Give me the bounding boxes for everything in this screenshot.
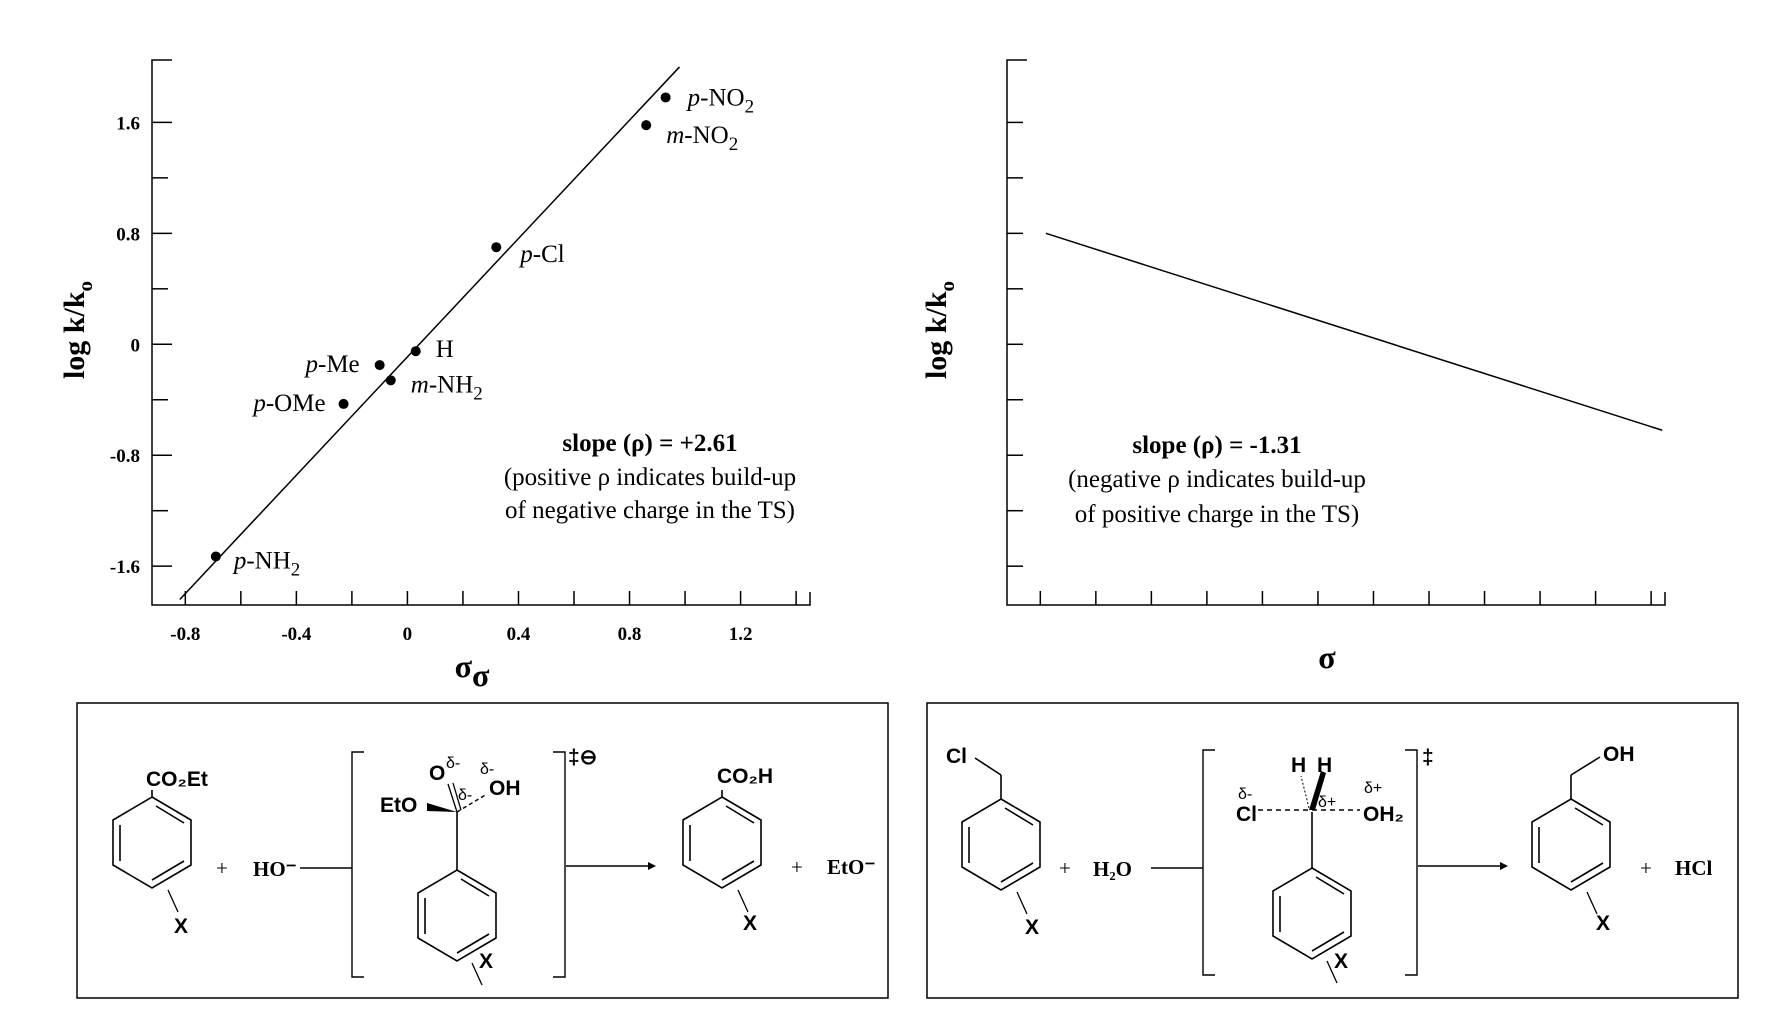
ts-water-group: OH₂: [1363, 803, 1404, 826]
water-reagent: H₂O: [1093, 857, 1132, 881]
chart1-point-label: H: [436, 336, 454, 363]
chart1-fit-line: [179, 66, 681, 600]
reaction-arrowhead-right: [1500, 862, 1508, 870]
chart2-y-ticks: [1007, 121, 1023, 567]
chart1-x-tick-label: -0.4: [281, 624, 312, 645]
ts-delta-oxygen: δ-: [446, 755, 460, 772]
chart2-x-axis-label: σ: [1318, 639, 1336, 675]
ts-delta-hydroxide: δ-: [480, 761, 494, 778]
chart1-point-label: m-NO2: [666, 122, 738, 155]
plus-sign-4: +: [1640, 856, 1652, 880]
chart1-point-label: m-NH2: [411, 371, 483, 404]
ts-bracket-left-right: [1202, 749, 1215, 976]
ts-chlorine: Cl: [1236, 803, 1257, 826]
ts-bracket-left: [351, 751, 364, 978]
chart1-y-tick-label: 0: [131, 335, 141, 356]
chart1-data-point: [374, 360, 385, 371]
chart1-x-tick-label: 0.8: [618, 624, 642, 645]
chart1-x-tick-label: 1.2: [729, 624, 753, 645]
ts-delta-water: δ+: [1364, 780, 1382, 797]
chart1-point-label: p-OMe: [251, 390, 325, 417]
ts-bracket-right-right: [1405, 749, 1418, 976]
plus-sign-3: +: [1059, 856, 1071, 880]
benzyl-alcohol-structure: OH X: [1531, 743, 1635, 935]
chart1-x-tick-label: 0: [403, 624, 413, 645]
tetrahedral-transition-state: O δ- δ- δ- EtO OH X ‡⊖: [351, 746, 597, 986]
reactant-ring-substituent-right: X: [1025, 916, 1039, 939]
chart1-x-axis-label: σσ: [455, 648, 490, 693]
chart1-data-point: [660, 92, 671, 103]
carbocation-like-transition-state: H H δ- Cl δ+ δ+ OH₂ X ‡: [1202, 746, 1434, 984]
chart1-note-line1: (positive ρ indicates build-up: [504, 464, 796, 491]
ts-hydrogen-2: H: [1317, 754, 1332, 777]
benzyl-chloride-structure: Cl X: [946, 745, 1041, 939]
chart1-data-point: [491, 242, 502, 253]
chart1-point-label: p-Me: [304, 351, 360, 378]
chart1-point-label: p-Cl: [518, 241, 565, 268]
ts-bracket-right: [553, 751, 566, 978]
ester-hydrolysis-scheme: CO₂Et X + HO⁻ O δ- δ- δ- EtO OH X: [76, 702, 889, 999]
chart1-data-point: [385, 375, 396, 386]
chart1-data-point: [410, 346, 421, 357]
ts-ring-substituent-right: X: [1334, 950, 1348, 973]
chart1-data-point: [641, 120, 652, 131]
ts-ethoxy-group: EtO: [380, 794, 417, 817]
chart1-point-label: p-NO2: [686, 84, 754, 117]
ethyl-benzoate-structure: CO₂Et X: [112, 768, 208, 938]
chart2-x-ticks: [1039, 591, 1652, 605]
chart2-fit-line: [1045, 232, 1663, 431]
chart2-note-line2: of positive charge in the TS): [1075, 501, 1359, 528]
reactant-chloro-group: Cl: [946, 745, 967, 768]
ts-hydroxyl-group: OH: [489, 777, 521, 800]
chart1-y-tick-label: -1.6: [110, 557, 140, 578]
hammett-plot-positive: 1.6 0.8 0 -0.8 -1.6 -0.8 -0.4 0 0.4 0.8 1.2 p-NO2…: [58, 59, 811, 693]
ts-delta-carbon: δ-: [458, 787, 472, 804]
chart2-note-line1: (negative ρ indicates build-up: [1068, 466, 1366, 493]
ts-double-dagger: ‡⊖: [568, 746, 597, 769]
chart1-slope-label: slope (ρ) = +2.61: [562, 430, 737, 457]
chart1-frame: [151, 59, 811, 606]
hcl-byproduct: HCl: [1675, 856, 1713, 880]
hydroxide-reagent: HO⁻: [253, 857, 297, 881]
product-ring-substituent-right: X: [1596, 912, 1610, 935]
chart1-y-ticks: 1.6 0.8 0 -0.8 -1.6: [110, 113, 172, 578]
plus-sign-1: +: [216, 856, 228, 880]
chart1-note-line2: of negative charge in the TS): [505, 497, 795, 524]
reaction-arrowhead-left: [648, 862, 656, 870]
hammett-plot-negative: log k/ko σ slope (ρ) = -1.31 (negative ρ…: [920, 59, 1666, 675]
chart2-y-axis-label: log k/ko: [920, 281, 959, 379]
ts-double-dagger-right: ‡: [1422, 746, 1434, 769]
ts-delta-carbon-right: δ+: [1318, 794, 1336, 811]
ts-ring-substituent: X: [479, 950, 493, 973]
ts-delta-chlorine: δ-: [1238, 786, 1252, 803]
scheme-right-box: [926, 702, 1739, 999]
reactant-ester-group: CO₂Et: [146, 768, 208, 791]
ethoxide-byproduct: EtO⁻: [827, 855, 875, 879]
chart1-x-tick-label: 0.4: [507, 624, 531, 645]
chart1-y-tick-label: -0.8: [110, 446, 140, 467]
chart1-data-point: [210, 551, 221, 562]
chart1-y-tick-label: 1.6: [116, 113, 140, 134]
chart2-slope-label: slope (ρ) = -1.31: [1132, 432, 1301, 459]
product-hydroxyl-group: OH: [1603, 743, 1635, 766]
product-ring-substituent: X: [743, 912, 757, 935]
chart1-data-point: [338, 398, 349, 409]
scheme-left-box: [76, 702, 889, 999]
chart2-frame: [1006, 59, 1666, 606]
ts-carbonyl-oxygen: O: [429, 762, 445, 785]
chart1-y-tick-label: 0.8: [116, 224, 140, 245]
benzyl-chloride-hydrolysis-scheme: Cl X + H₂O H H δ- Cl δ+ δ+ OH₂ X ‡: [926, 702, 1739, 999]
product-acid-group: CO₂H: [717, 765, 773, 788]
chart1-point-label: p-NH2: [232, 547, 300, 580]
plus-sign-2: +: [791, 855, 803, 879]
ts-hydrogen-1: H: [1291, 754, 1306, 777]
chart1-x-tick-label: -0.8: [170, 624, 200, 645]
reactant-ring-substituent: X: [174, 915, 188, 938]
benzoic-acid-structure: CO₂H X: [682, 765, 773, 935]
chart1-y-axis-label: log k/ko: [58, 281, 97, 379]
chart1-x-ticks: -0.8 -0.4 0 0.4 0.8 1.2: [170, 591, 797, 645]
